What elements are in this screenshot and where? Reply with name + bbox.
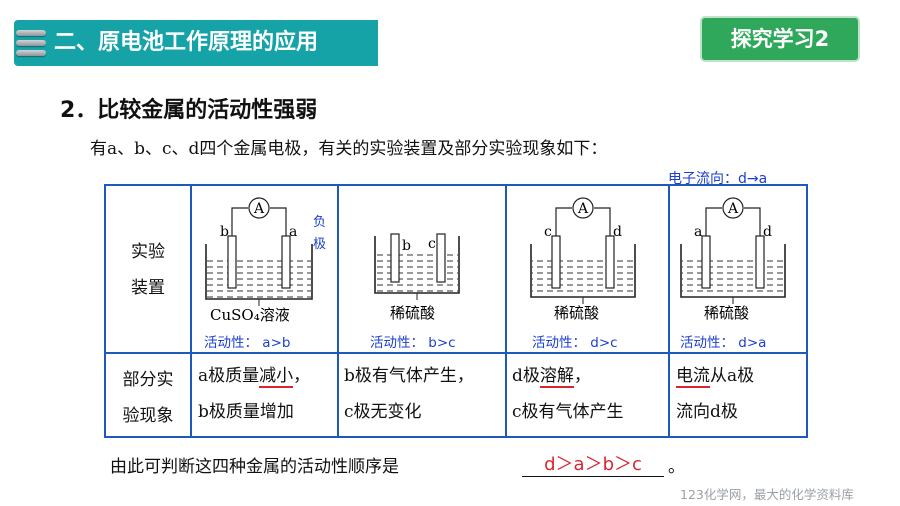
observation-4: 电流从a极 流向d极 <box>676 366 755 422</box>
observation-3: d极溶解， c极有气体产生 <box>512 366 624 422</box>
apparatus-3: A c d 稀硫酸 <box>530 197 636 322</box>
electrode-label-1-left: b <box>220 224 229 240</box>
section-title: 二、原电池工作原理的应用 <box>54 30 319 55</box>
source-watermark: 123化学网，最大的化学资料库 <box>680 487 854 502</box>
electrode-label-2-right: c <box>428 236 436 252</box>
subsection-title: 2．比较金属的活动性强弱 <box>60 98 318 123</box>
solution-label-1: CuSO₄溶液 <box>210 306 290 324</box>
observation-2: b极有气体产生， c极无变化 <box>344 366 474 422</box>
svg-text:极: 极 <box>313 237 326 252</box>
ammeter-label-4: A <box>727 201 739 217</box>
apparatus-1: A b a 负 极 CuSO₄溶液 <box>205 197 326 324</box>
electrode-label-4-left: a <box>694 224 702 240</box>
binder-rings-icon <box>14 28 48 58</box>
solution-label-2: 稀硫酸 <box>390 304 435 322</box>
activity-note-2: 活动性： b>c <box>370 335 456 351</box>
electrode-label-3-right: d <box>613 224 622 240</box>
intro-text: 有a、b、c、d四个金属电极，有关的实验装置及部分实验现象如下： <box>90 139 608 159</box>
solution-label-3: 稀硫酸 <box>554 304 599 322</box>
inquiry-badge: 探究学习2 <box>700 16 860 62</box>
observation-1: a极质量减小， b极质量增加 <box>198 366 311 422</box>
conclusion-period: 。 <box>668 457 685 477</box>
row-label-apparatus: 实验 装置 <box>131 242 165 298</box>
ammeter-label-3: A <box>577 201 589 217</box>
conclusion-answer: d＞a＞b＞c <box>522 450 664 477</box>
activity-note-4: 活动性： d>a <box>680 335 767 351</box>
electrode-label-4-right: d <box>763 224 772 240</box>
activity-note-1: 活动性： a>b <box>204 335 291 351</box>
solution-label-4: 稀硫酸 <box>704 304 749 322</box>
svg-text:负: 负 <box>313 215 326 230</box>
apparatus-4: A a d 稀硫酸 <box>680 197 786 322</box>
section-title-bar: 二、原电池工作原理的应用 <box>14 20 378 66</box>
activity-note-3: 活动性： d>c <box>532 335 618 351</box>
electrode-label-2-left: b <box>402 238 411 254</box>
electrode-label-1-right: a <box>289 224 297 240</box>
electrode-label-3-left: c <box>544 224 552 240</box>
apparatus-drawings: A b a 负 极 CuSO₄溶液 b c 稀硫酸 <box>205 197 786 324</box>
conclusion-text: 由此可判断这四种金属的活动性顺序是 <box>110 457 399 477</box>
apparatus-2: b c 稀硫酸 <box>374 233 460 322</box>
electron-flow-note: 电子流向：d→a <box>668 171 768 187</box>
experiment-table: 实验 装置 部分实 验现象 A b a 负 极 CuSO₄ <box>104 184 808 438</box>
row-label-phenomena: 部分实 验现象 <box>122 370 174 426</box>
ammeter-label-1: A <box>253 201 265 217</box>
